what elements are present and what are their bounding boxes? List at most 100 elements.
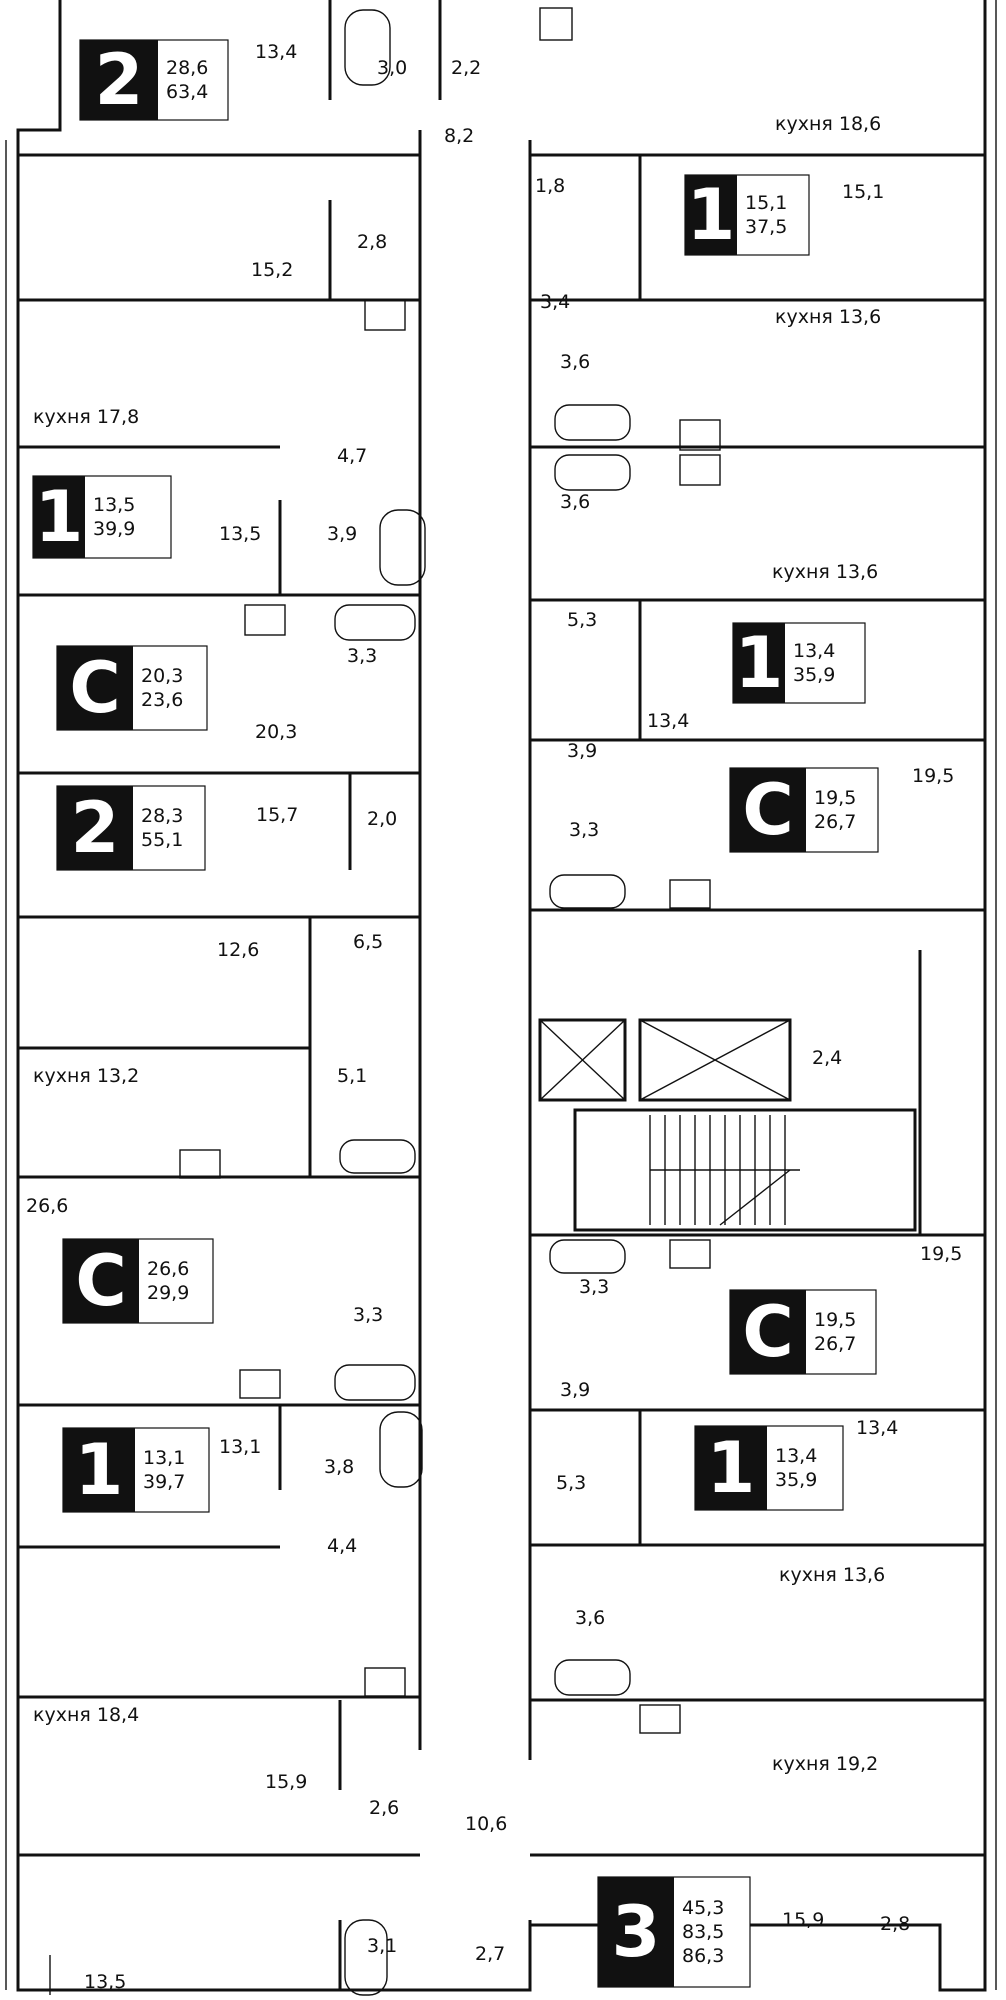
elevator-core — [538, 1018, 792, 1102]
room-area-label: 3,3 — [569, 819, 599, 841]
apartment-area-value: 55,1 — [141, 829, 183, 851]
room-area-label: 20,3 — [255, 721, 297, 743]
apartment-badge: 1 13,139,7 — [62, 1427, 210, 1513]
room-area-label: кухня 17,8 — [33, 406, 139, 428]
room-area-label: 13,5 — [84, 1971, 126, 1993]
apartment-area-value: 39,9 — [93, 518, 135, 540]
room-area-label: 13,5 — [219, 523, 261, 545]
room-area-label: 4,4 — [327, 1535, 357, 1557]
room-area-label: кухня 13,6 — [775, 306, 881, 328]
apartment-badge: C 19,526,7 — [729, 1289, 877, 1375]
room-count-label: 2 — [95, 39, 144, 121]
apartment-badge: 2 28,355,1 — [56, 785, 206, 871]
room-area-label: 2,4 — [812, 1047, 842, 1069]
apartment-area-value: 45,3 — [682, 1897, 724, 1919]
room-area-label: кухня 13,6 — [772, 561, 878, 583]
room-area-label: 3,4 — [540, 291, 570, 313]
room-count-label: 1 — [35, 476, 84, 558]
room-area-label: кухня 13,2 — [33, 1065, 139, 1087]
room-area-label: 3,8 — [324, 1456, 354, 1478]
apartment-area-value: 29,9 — [147, 1282, 189, 1304]
apartment-area-value: 19,5 — [814, 1309, 856, 1331]
room-count-label: 1 — [687, 174, 736, 256]
room-area-label: 15,9 — [782, 1909, 824, 1931]
room-area-label: 3,3 — [347, 645, 377, 667]
walls — [5, 0, 997, 1995]
apartment-area-value: 26,7 — [814, 1333, 856, 1355]
room-area-label: 5,3 — [556, 1472, 586, 1494]
room-area-label: 13,4 — [856, 1417, 898, 1439]
apartment-area-value: 20,3 — [141, 665, 183, 687]
apartment-area-value: 23,6 — [141, 689, 183, 711]
room-area-label: 3,6 — [575, 1607, 605, 1629]
apartment-badge: 2 28,663,4 — [79, 39, 229, 121]
apartment-area-value: 83,5 — [682, 1921, 724, 1943]
room-area-label: 19,5 — [912, 765, 954, 787]
room-area-label: 15,2 — [251, 259, 293, 281]
room-area-label: 2,8 — [357, 231, 387, 253]
room-area-label: кухня 13,6 — [779, 1564, 885, 1586]
apartment-area-value: 39,7 — [143, 1471, 185, 1493]
room-area-label: кухня 19,2 — [772, 1753, 878, 1775]
room-count-label: C — [742, 1291, 793, 1373]
apartment-badge: 1 13,435,9 — [694, 1425, 844, 1511]
room-count-label: C — [75, 1240, 126, 1322]
room-area-label: 5,3 — [567, 609, 597, 631]
room-count-label: 3 — [612, 1891, 661, 1973]
apartment-area-value: 35,9 — [793, 664, 835, 686]
room-area-label: 2,0 — [367, 808, 397, 830]
room-count-label: 2 — [71, 787, 120, 869]
room-area-label: кухня 18,6 — [775, 113, 881, 135]
apartment-area-value: 26,7 — [814, 811, 856, 833]
apartment-area-value: 28,3 — [141, 805, 183, 827]
room-area-label: 6,5 — [353, 931, 383, 953]
room-area-label: 15,9 — [265, 1771, 307, 1793]
room-area-label: 3,3 — [579, 1276, 609, 1298]
room-area-label: 15,7 — [256, 804, 298, 826]
stove-icon — [179, 7, 721, 1734]
apartment-area-value: 28,6 — [166, 57, 208, 79]
room-area-label: 2,6 — [369, 1797, 399, 1819]
room-count-label: 1 — [75, 1429, 124, 1511]
room-area-label: 3,9 — [560, 1379, 590, 1401]
room-area-label: 3,9 — [567, 740, 597, 762]
room-area-label: 15,1 — [842, 181, 884, 203]
room-area-label: 13,1 — [219, 1436, 261, 1458]
room-area-label: 2,2 — [451, 57, 481, 79]
room-area-label: 3,1 — [367, 1935, 397, 1957]
apartment-area-value: 63,4 — [166, 81, 208, 103]
room-area-label: кухня 18,4 — [33, 1704, 139, 1726]
apartment-area-value: 13,4 — [775, 1445, 817, 1467]
apartment-area-value: 37,5 — [745, 216, 787, 238]
apartment-area-value: 13,4 — [793, 640, 835, 662]
room-area-label: 3,3 — [353, 1304, 383, 1326]
bathtub-icon — [334, 9, 631, 1996]
room-area-label: 5,1 — [337, 1065, 367, 1087]
room-area-label: 10,6 — [465, 1813, 507, 1835]
apartment-area-value: 13,1 — [143, 1447, 185, 1469]
room-area-label: 2,8 — [880, 1913, 910, 1935]
apartment-area-value: 86,3 — [682, 1945, 724, 1967]
staircase — [573, 1108, 917, 1232]
room-area-label: 19,5 — [920, 1243, 962, 1265]
apartment-badge: 3 45,383,586,3 — [597, 1876, 751, 1988]
room-area-label: 3,6 — [560, 491, 590, 513]
apartment-area-value: 15,1 — [745, 192, 787, 214]
room-area-label: 12,6 — [217, 939, 259, 961]
room-area-label: 3,0 — [377, 57, 407, 79]
apartment-area-value: 35,9 — [775, 1469, 817, 1491]
room-area-label: 13,4 — [647, 710, 689, 732]
room-count-label: 1 — [707, 1427, 756, 1509]
room-area-label: 3,9 — [327, 523, 357, 545]
apartment-badge: 1 13,435,9 — [732, 622, 866, 704]
apartment-badge: 1 15,137,5 — [684, 174, 810, 256]
room-area-label: 1,8 — [535, 175, 565, 197]
room-count-label: 1 — [735, 622, 784, 704]
